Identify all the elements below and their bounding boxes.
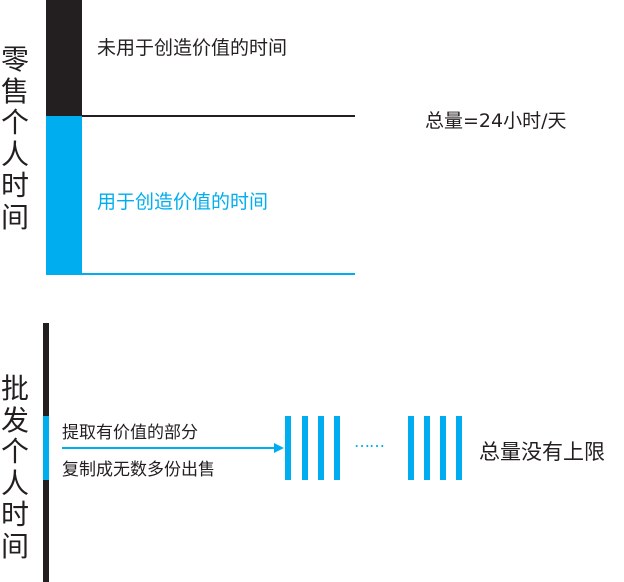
- bottom-line: [82, 273, 355, 275]
- copy-bar: [318, 416, 324, 480]
- wholesale-total-text: 总量没有上限: [479, 440, 605, 464]
- valuable-part-segment: [43, 416, 49, 480]
- arrow-icon: [62, 443, 284, 453]
- copy-bar: [424, 416, 430, 480]
- copy-bar: [285, 416, 291, 480]
- retail-time-label: 零售个人时间: [0, 43, 29, 234]
- retail-total-text: 总量=24小时/天: [425, 110, 567, 132]
- unused-time-block: [46, 0, 82, 116]
- copy-bar: [302, 416, 308, 480]
- unused-time-text: 未用于创造价值的时间: [97, 37, 288, 59]
- copy-bar: [408, 416, 414, 480]
- copy-bar: [456, 416, 462, 480]
- copy-bar: [334, 416, 340, 480]
- used-time-text: 用于创造价值的时间: [97, 191, 269, 213]
- extract-text: 提取有价值的部分: [62, 423, 198, 443]
- copy-text: 复制成无数多份出售: [62, 460, 215, 480]
- wholesale-time-label: 批发个人时间: [0, 372, 29, 563]
- used-time-block: [46, 116, 82, 275]
- copy-bar: [440, 416, 446, 480]
- ellipsis: ……: [354, 432, 385, 451]
- divider-line: [82, 115, 355, 117]
